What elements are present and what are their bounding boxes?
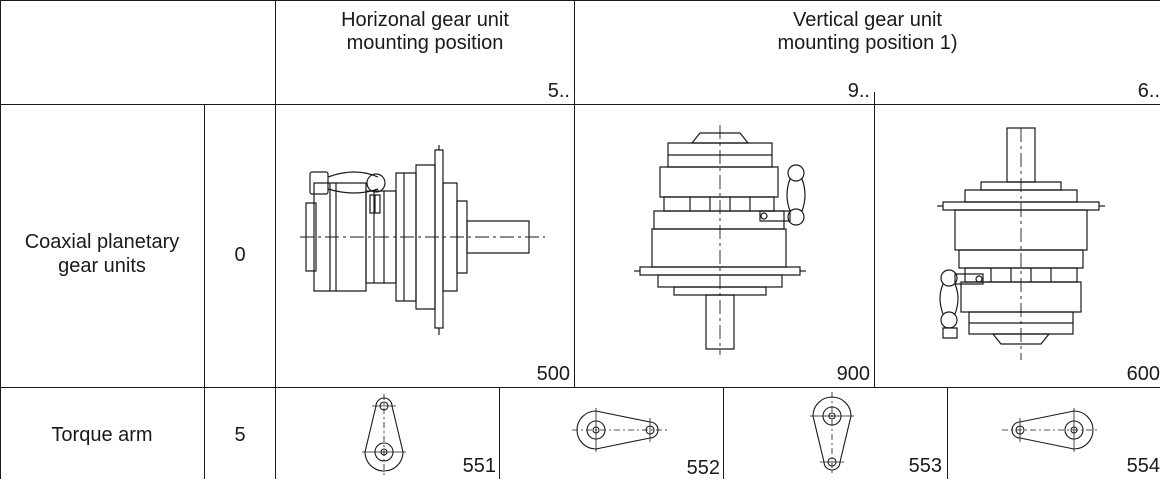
row-code-5: 5 <box>234 424 246 446</box>
position-900: 900 <box>836 363 870 385</box>
torque-divider-1 <box>499 387 500 479</box>
row-label-coaxial-line1: Coaxial planetary <box>24 231 180 253</box>
position-554: 554 <box>1126 455 1160 477</box>
torque-arm-553-icon <box>810 392 854 476</box>
col-code-6: 6.. <box>1137 80 1160 102</box>
row-code-0: 0 <box>234 244 246 266</box>
torque-arm-554-icon <box>1002 408 1098 452</box>
torque-divider-2 <box>723 387 724 479</box>
row-divider <box>0 387 1160 388</box>
horizontal-header-line1: Horizonal gear unit <box>341 9 509 31</box>
torque-arm-551-icon <box>362 392 406 476</box>
header-divider <box>0 104 1160 105</box>
vertical-gear-unit-shaft-down-icon <box>630 125 810 355</box>
code-column-divider <box>275 0 276 479</box>
position-500: 500 <box>536 363 570 385</box>
torque-divider-3 <box>947 387 948 479</box>
vertical-header-line2: mounting position 1) <box>777 32 958 54</box>
row-label-coaxial-line2: gear units <box>58 255 146 277</box>
vertical-header-line1: Vertical gear unit <box>793 9 942 31</box>
position-552: 552 <box>686 457 720 479</box>
table-top-border <box>0 0 1160 1</box>
horizontal-vertical-divider <box>574 0 575 387</box>
vertical-subcolumn-divider <box>874 92 875 387</box>
table-left-border <box>0 0 1 479</box>
position-551: 551 <box>462 455 496 477</box>
position-553: 553 <box>908 455 942 477</box>
col-code-9: 9.. <box>847 80 870 102</box>
horizontal-header-line2: mounting position <box>346 32 504 54</box>
horizontal-gear-unit-icon <box>300 145 545 335</box>
torque-arm-552-icon <box>572 408 668 452</box>
col-code-5: 5.. <box>547 80 570 102</box>
vertical-gear-unit-shaft-up-icon <box>935 128 1105 360</box>
label-column-divider <box>204 105 205 479</box>
position-600: 600 <box>1126 363 1160 385</box>
row-label-torque-arm: Torque arm <box>51 424 153 446</box>
